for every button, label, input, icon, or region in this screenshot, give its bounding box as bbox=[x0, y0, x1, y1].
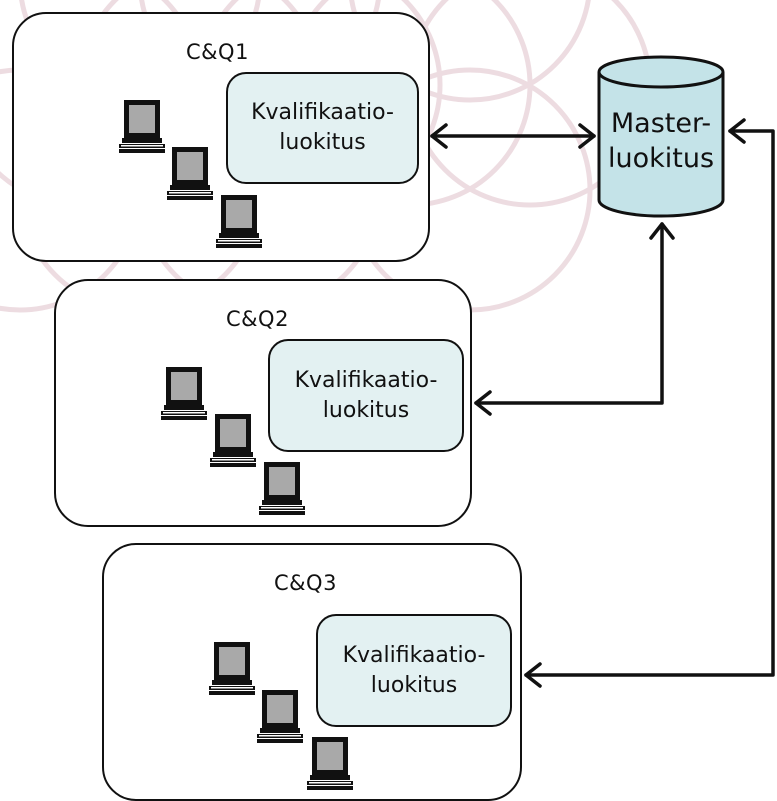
qualification-class-box-cq2: Kvalifikaatio- luokitus bbox=[268, 339, 464, 452]
master-label-line2: luokitus bbox=[607, 143, 715, 174]
qualification-class-label-line1: Kvalifikaatio- bbox=[251, 100, 394, 125]
qualification-class-label-line2: luokitus bbox=[279, 130, 366, 155]
arrow-head-left bbox=[474, 390, 492, 416]
group-title-cq1: C&Q1 bbox=[186, 40, 249, 64]
qualification-class-label-line2: luokitus bbox=[370, 672, 458, 698]
group-title-cq2: C&Q2 bbox=[226, 307, 289, 331]
arrow-head-up bbox=[649, 222, 675, 240]
qualification-class-box-cq3: Kvalifikaatio- luokitus bbox=[316, 614, 512, 727]
arrow-head-left bbox=[430, 123, 448, 149]
qualification-class-box-cq1: Kvalifikaatio- luokitus bbox=[226, 72, 419, 184]
master-classification-label: Master- luokitus bbox=[596, 106, 726, 176]
arrow-head-right bbox=[578, 123, 596, 149]
database-icon bbox=[597, 55, 725, 218]
qualification-class-label-line1: Kvalifikaatio- bbox=[294, 367, 438, 393]
qualification-class-label-line1: Kvalifikaatio- bbox=[342, 642, 486, 668]
arrow-head-left bbox=[728, 118, 746, 144]
master-label-line1: Master- bbox=[610, 108, 712, 139]
arrow-icon bbox=[524, 129, 775, 677]
qualification-class-label-line2: luokitus bbox=[322, 397, 410, 423]
arrow-icon bbox=[474, 222, 664, 405]
group-title-cq3: C&Q3 bbox=[274, 571, 337, 595]
arrow-head-left bbox=[524, 662, 542, 688]
